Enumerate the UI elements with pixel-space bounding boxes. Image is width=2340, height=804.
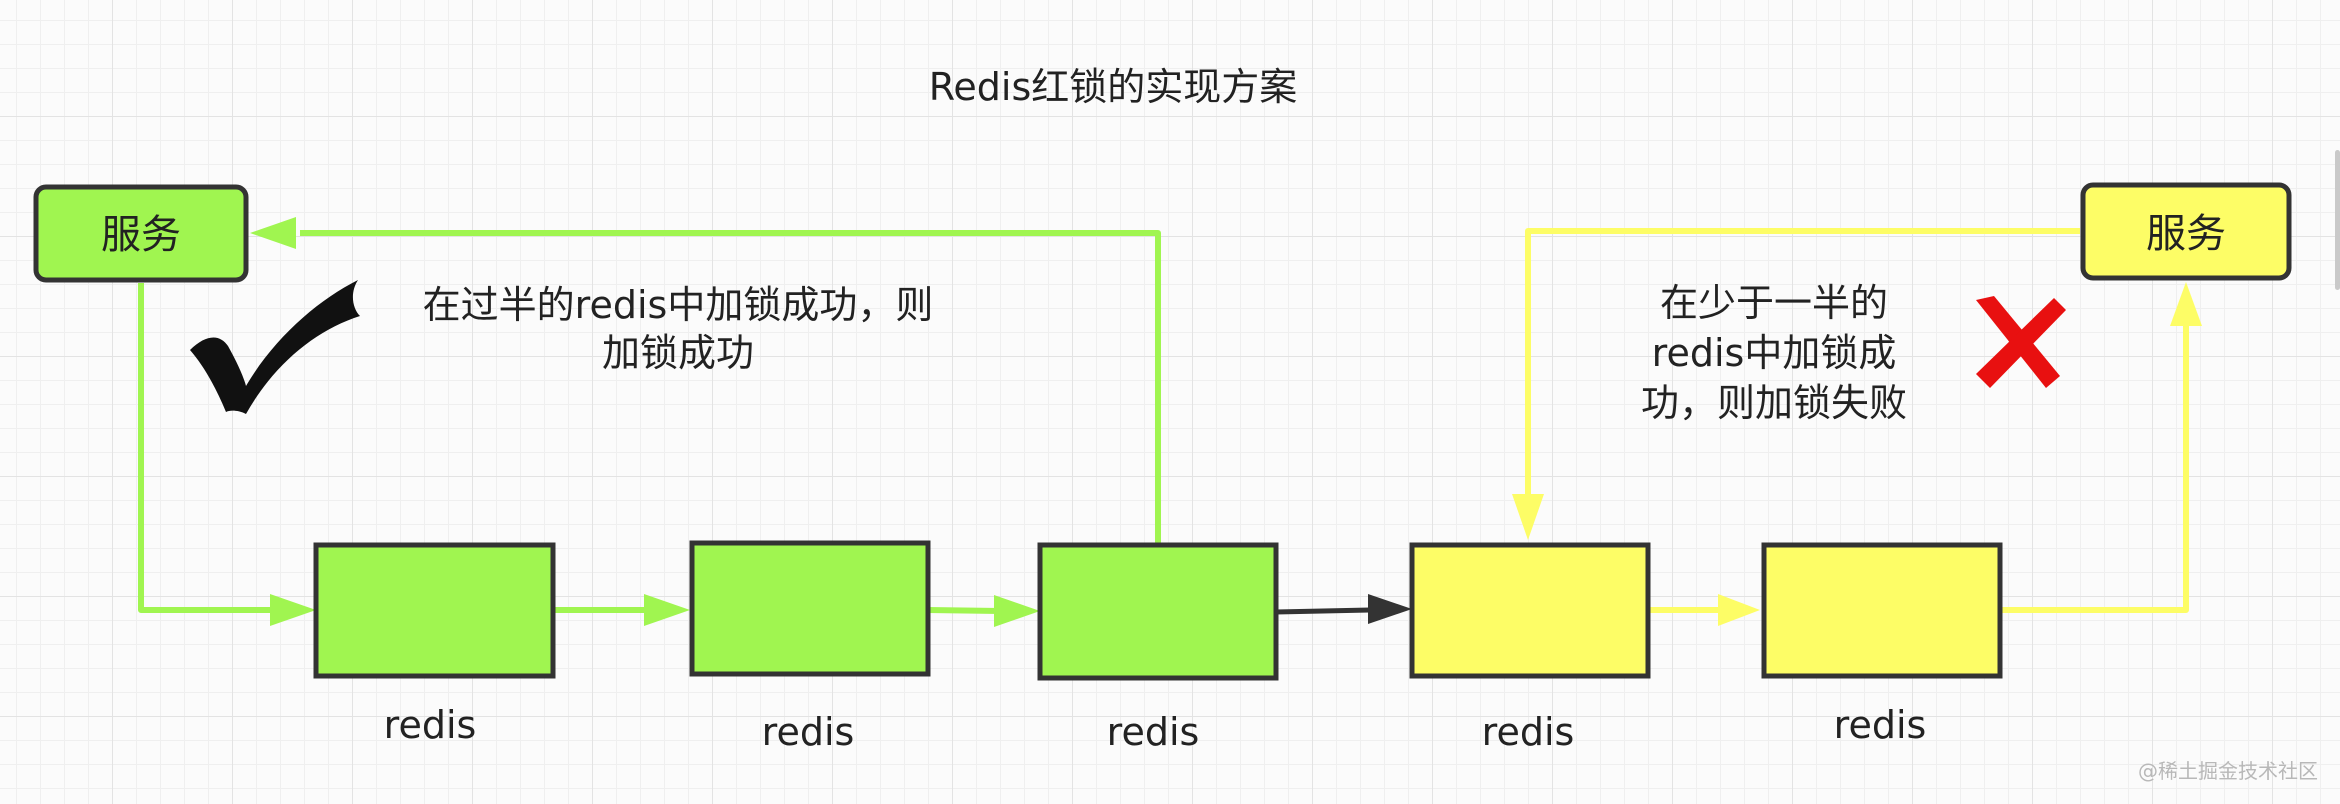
right-service-label: 服务 [2146, 211, 2226, 257]
edge-redis-5-to-right-service [2000, 320, 2189, 613]
redis-node-1: redis [313, 542, 556, 747]
right-service-box: 服务 [2080, 182, 2292, 281]
left-service-box: 服务 [33, 184, 249, 283]
green-arrowheads [250, 217, 1040, 627]
failure-note-line-2: redis中加锁成 [1652, 331, 1897, 375]
edge-service-to-redis-1 [138, 283, 270, 613]
scrollbar-edge [2335, 150, 2340, 290]
edge-redis-3-to-service [300, 230, 1161, 545]
watermark: @稀土掘金技术社区 [2138, 759, 2318, 783]
redis-node-3-label: redis [1107, 710, 1200, 754]
green-connectors [138, 230, 1161, 614]
arrowhead-into-redis-2 [644, 594, 690, 626]
redis-node-5-label: redis [1834, 703, 1927, 747]
redis-node-4: redis [1409, 542, 1651, 754]
success-note-line-2: 加锁成功 [602, 331, 754, 375]
arrowhead-into-redis-5 [1718, 594, 1760, 626]
arrowhead-into-right-service [2170, 282, 2202, 326]
arrowhead-into-redis-4 [1368, 594, 1412, 624]
edge-right-service-to-redis-4 [1525, 228, 2080, 496]
redis-node-4-label: redis [1482, 710, 1575, 754]
left-service-label: 服务 [101, 212, 181, 258]
cross-icon [1976, 296, 2066, 388]
arrowhead-into-left-service [250, 217, 296, 249]
failure-note-line-1: 在少于一半的 [1660, 281, 1888, 325]
failure-note-line-3: 功，则加锁失败 [1641, 381, 1907, 425]
redis-node-3: redis [1037, 542, 1279, 754]
redis-node-5: redis [1761, 542, 2003, 747]
arrowhead-into-redis-4-top [1512, 494, 1544, 540]
success-note: 在过半的redis中加锁成功，则 加锁成功 [423, 283, 934, 375]
arrowhead-into-redis-3 [994, 595, 1040, 627]
arrowhead-into-redis-1 [270, 594, 316, 626]
redis-node-2: redis [689, 540, 931, 754]
redis-node-1-label: redis [384, 703, 477, 747]
diagram-title: Redis红锁的实现方案 [929, 65, 1298, 109]
redis-node-2-label: redis [762, 710, 855, 754]
yellow-arrowheads [1512, 282, 2202, 626]
edge-redis-2-to-redis-3 [927, 607, 1001, 614]
checkmark-icon [190, 280, 360, 414]
edge-redis-3-to-redis-4 [1275, 607, 1371, 615]
failure-note: 在少于一半的 redis中加锁成 功，则加锁失败 [1641, 281, 1907, 425]
yellow-connectors [1525, 228, 2189, 613]
success-note-line-1: 在过半的redis中加锁成功，则 [423, 283, 934, 327]
